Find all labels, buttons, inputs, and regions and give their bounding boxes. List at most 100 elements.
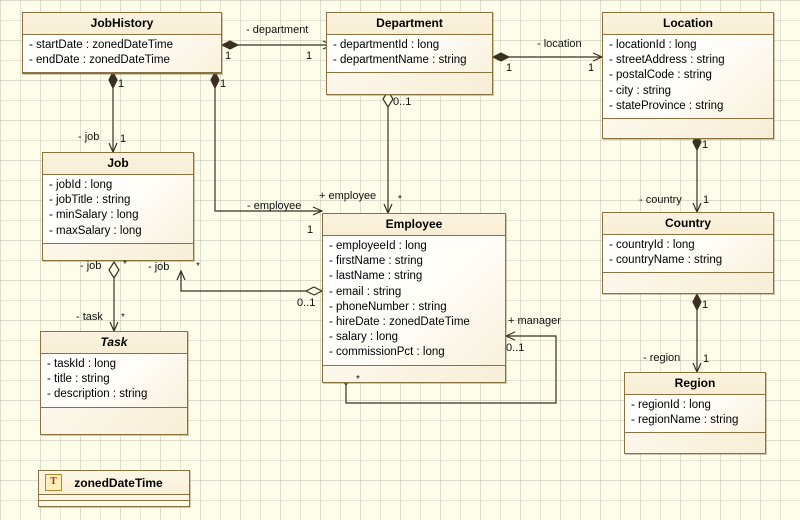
label-job-to-task: - job — [80, 260, 102, 272]
label-employee-from-history: - employee — [247, 200, 302, 212]
class-task-title: Task — [41, 332, 187, 354]
attribute-row: - startDate : zonedDateTime — [29, 39, 174, 51]
diamond-jobhistory-employee — [210, 70, 220, 90]
edge-jobhistory-employee — [214, 88, 324, 216]
attribute-row: - locationId : long — [609, 39, 697, 51]
mult-job-task-target: * — [121, 312, 125, 323]
attribute-row: - departmentId : long — [333, 39, 440, 51]
attribute-row: - regionId : long — [631, 399, 711, 411]
type-icon: T — [45, 474, 62, 491]
label-location: - location — [537, 38, 582, 50]
class-jobhistory-attributes: - startDate : zonedDateTime - endDate : … — [23, 35, 221, 74]
class-location[interactable]: Location - locationId : long - streetAdd… — [602, 12, 774, 140]
class-employee[interactable]: Employee - employeeId : long - firstName… — [322, 213, 506, 383]
label-manager: + manager — [508, 315, 561, 327]
datatype-attributes — [39, 495, 189, 501]
diamond-jobhistory-department — [220, 40, 240, 50]
label-employee-from-department: + employee — [319, 190, 377, 202]
mult-jobhistory-employee-source: 1 — [220, 78, 227, 90]
edge-employee-job — [176, 269, 306, 292]
mult-department-location-source: 1 — [506, 62, 513, 74]
label-job-from-employee: - job — [148, 261, 170, 273]
attribute-row: - employeeId : long — [329, 240, 427, 252]
attribute-row: - taskId : long — [47, 358, 117, 370]
mult-jobhistory-department-target: 1 — [306, 50, 313, 62]
attribute-row: - commissionPct : long — [329, 346, 445, 359]
mult-job-employee-target: 0..1 — [297, 297, 316, 309]
class-country[interactable]: Country - countryId : long - countryName… — [602, 212, 774, 295]
class-department-attributes: - departmentId : long - departmentName :… — [327, 35, 492, 74]
class-jobhistory-title: JobHistory — [23, 13, 221, 35]
attribute-row: - city : string — [609, 84, 671, 97]
attribute-row: - countryName : string — [609, 254, 723, 267]
class-country-operations — [603, 273, 773, 294]
mult-location-country-target: 1 — [703, 194, 710, 206]
datatype-title: zonedDateTime — [74, 475, 163, 490]
attribute-row: - regionName : string — [631, 414, 739, 427]
mult-department-employee-source: 0..1 — [393, 96, 412, 108]
attribute-row: - title : string — [47, 373, 110, 386]
class-job-operations — [43, 243, 193, 260]
class-department-title: Department — [327, 13, 492, 35]
attribute-row: - jobTitle : string — [49, 194, 131, 207]
class-department[interactable]: Department - departmentId : long - depar… — [326, 12, 493, 96]
attribute-row: - postalCode : string — [609, 69, 712, 82]
mult-country-region-target: 1 — [703, 353, 710, 365]
attribute-row: - maxSalary : long — [49, 224, 142, 237]
class-task[interactable]: Task - taskId : long - title : string - … — [40, 331, 188, 435]
class-employee-title: Employee — [323, 214, 505, 236]
label-country: - country — [639, 194, 682, 206]
diamond-employee-job — [304, 286, 324, 296]
attribute-row: - streetAddress : string — [609, 54, 725, 67]
class-location-title: Location — [603, 13, 773, 35]
class-job-title: Job — [43, 153, 193, 175]
attribute-row: - jobId : long — [49, 179, 113, 191]
mult-location-country-source: 1 — [702, 139, 709, 151]
edge-employee-manager — [345, 331, 557, 404]
label-task: - task — [76, 311, 103, 323]
datatype-operations — [39, 501, 189, 506]
diamond-jobhistory-job — [108, 70, 118, 90]
class-region[interactable]: Region - regionId : long - regionName : … — [624, 372, 766, 455]
class-job-attributes: - jobId : long - jobTitle : string - min… — [43, 175, 193, 244]
datatype-zoneddatetime[interactable]: T zonedDateTime — [38, 470, 190, 507]
class-employee-operations — [323, 365, 505, 382]
diamond-department-location — [491, 52, 511, 62]
class-job[interactable]: Job - jobId : long - jobTitle : string -… — [42, 152, 194, 261]
diamond-job-task — [108, 260, 120, 280]
mult-country-region-source: 1 — [702, 299, 709, 311]
class-task-attributes: - taskId : long - title : string - descr… — [41, 354, 187, 408]
class-country-attributes: - countryId : long - countryName : strin… — [603, 235, 773, 274]
mult-jobhistory-job-source: 1 — [118, 78, 125, 90]
attribute-row: - departmentName : string — [333, 54, 467, 67]
mult-employee-manager-source: * — [356, 374, 360, 385]
class-task-operations — [41, 407, 187, 434]
label-job-from-history: - job — [78, 131, 100, 143]
attribute-row: - description : string — [47, 388, 148, 401]
attribute-row: - firstName : string — [329, 255, 423, 268]
attribute-row: - countryId : long — [609, 239, 695, 251]
attribute-row: - email : string — [329, 285, 402, 298]
attribute-row: - phoneNumber : string — [329, 300, 447, 313]
attribute-row: - stateProvince : string — [609, 99, 724, 112]
mult-department-location-target: 1 — [588, 62, 595, 74]
class-location-attributes: - locationId : long - streetAddress : st… — [603, 35, 773, 120]
class-country-title: Country — [603, 213, 773, 235]
attribute-row: - lastName : string — [329, 270, 423, 283]
class-department-operations — [327, 73, 492, 95]
class-location-operations — [603, 119, 773, 139]
class-region-operations — [625, 433, 765, 454]
label-department: - department — [246, 24, 309, 36]
attribute-row: - hireDate : zonedDateTime — [329, 316, 470, 329]
mult-jobhistory-department-source: 1 — [225, 50, 232, 62]
attribute-row: - minSalary : long — [49, 209, 139, 222]
class-jobhistory[interactable]: JobHistory - startDate : zonedDateTime -… — [22, 12, 222, 75]
attribute-row: - endDate : zonedDateTime — [29, 54, 170, 67]
datatype-header: T zonedDateTime — [39, 471, 189, 495]
mult-jobhistory-employee-target: 1 — [307, 224, 314, 236]
mult-job-task-source: * — [123, 259, 127, 270]
attribute-row: - salary : long — [329, 331, 399, 344]
class-region-title: Region — [625, 373, 765, 395]
mult-jobhistory-job-target: 1 — [120, 133, 127, 145]
mult-department-employee-target: * — [398, 194, 402, 205]
